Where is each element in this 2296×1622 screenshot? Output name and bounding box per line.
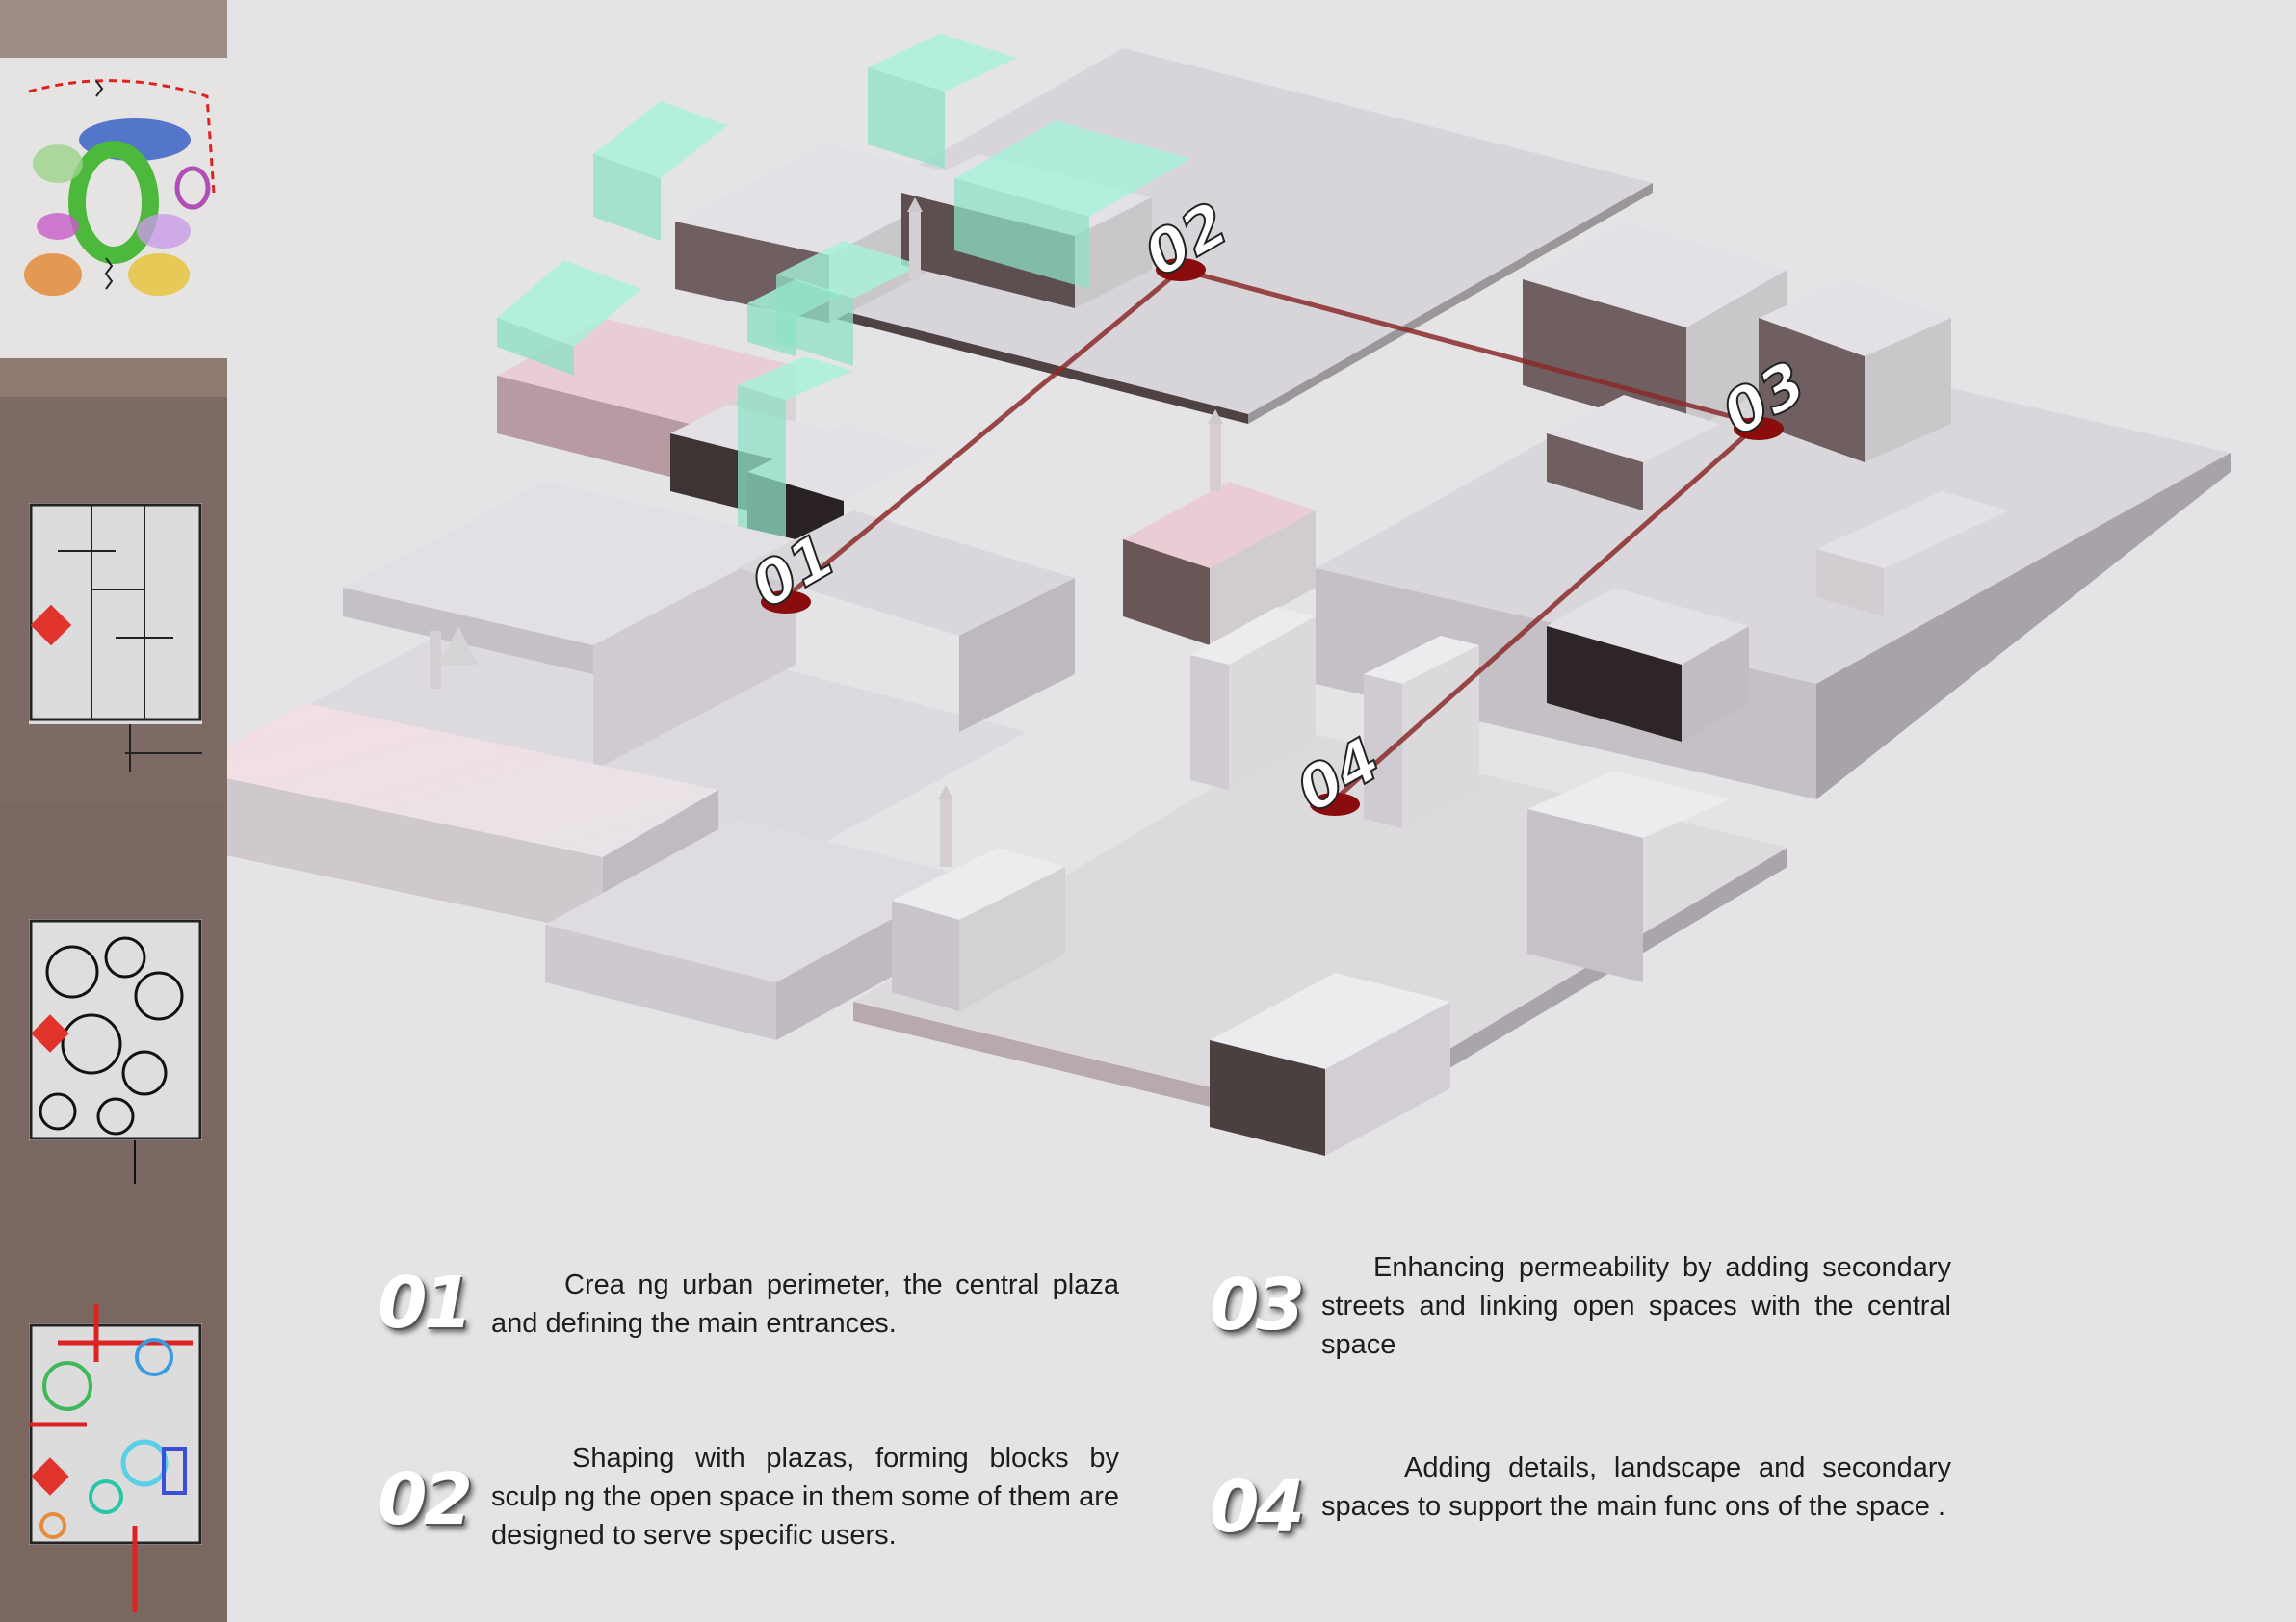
step-03-number: 03 xyxy=(1210,1264,1305,1347)
block-east xyxy=(1123,222,2231,799)
block-south xyxy=(853,607,1787,1156)
step-02-text: Shaping with plazas, forming blocks by s… xyxy=(491,1443,1119,1551)
perimeter-sketch-panel xyxy=(0,358,227,803)
block-west xyxy=(189,482,1075,1040)
circulation-sketch-panel xyxy=(0,803,227,1189)
step-04-number: 04 xyxy=(1210,1466,1305,1549)
step-01-text: Crea ng urban perimeter, the central pla… xyxy=(491,1269,1119,1339)
process-diagram-strip xyxy=(0,0,227,1622)
bubble-diagram-panel xyxy=(0,0,227,358)
step-02: 02 Shaping with plazas, forming blocks b… xyxy=(378,1435,1119,1570)
final-sketch-panel xyxy=(0,1189,227,1622)
block-north xyxy=(497,34,1653,578)
step-02-number: 02 xyxy=(378,1458,473,1541)
step-03: 03 Enhancing permeability by adding seco… xyxy=(1210,1244,1951,1379)
step-04-text: Adding details, landscape and secondary … xyxy=(1321,1452,1951,1522)
step-01-number: 01 xyxy=(378,1262,473,1345)
connection-paths xyxy=(784,267,1761,801)
step-01: 01 Crea ng urban perimeter, the central … xyxy=(378,1262,1119,1377)
step-03-text: Enhancing permeability by adding seconda… xyxy=(1321,1252,1951,1360)
step-04: 04 Adding details, landscape and seconda… xyxy=(1210,1445,1951,1580)
axonometric-model: 01 02 03 04 xyxy=(189,0,2296,1204)
